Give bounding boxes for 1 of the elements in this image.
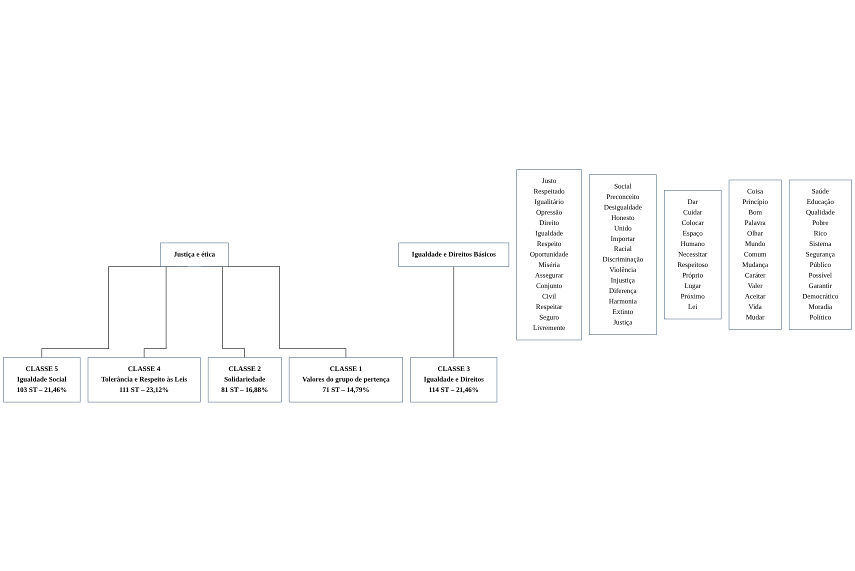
connector xyxy=(453,266,454,358)
